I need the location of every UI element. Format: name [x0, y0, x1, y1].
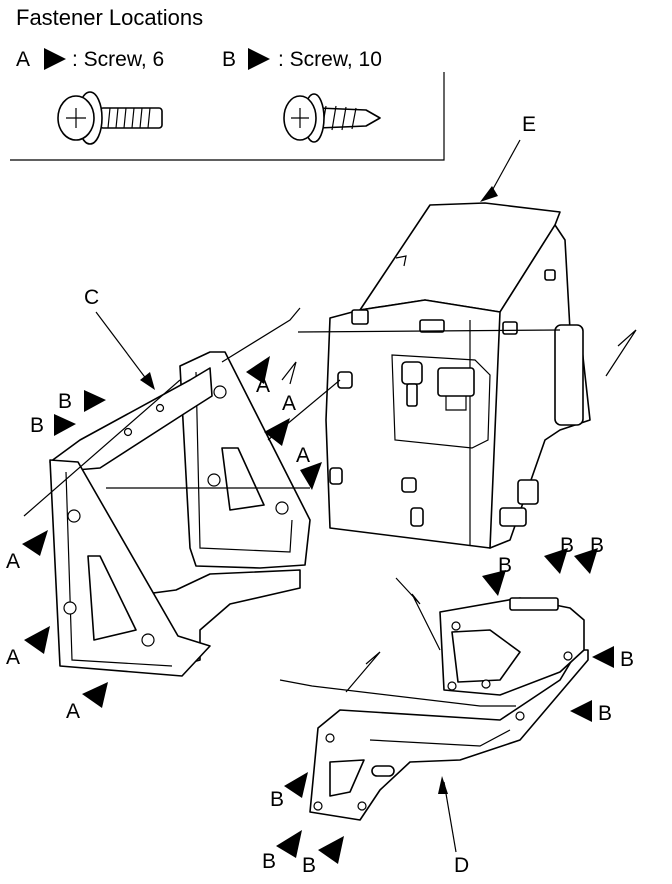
callout-b-1: B — [58, 390, 72, 413]
callout-b-arrow-icon — [54, 414, 76, 436]
legend-b-letter: B — [222, 48, 236, 71]
legend-frame — [10, 72, 445, 161]
callout-b-10: B — [302, 854, 316, 877]
callout-b-arrow-icon — [544, 548, 568, 574]
callout-a-2: A — [282, 392, 296, 415]
callout-a-arrow-icon — [24, 626, 50, 654]
callout-b-arrow-icon — [276, 830, 302, 858]
legend-b-description: : Screw, 10 — [278, 48, 382, 71]
leader-arrow-icon — [438, 776, 448, 794]
callout-b-arrow-icon — [482, 570, 506, 596]
callout-a-arrow-icon — [22, 530, 48, 556]
callout-a-4: A — [6, 550, 20, 573]
callout-b-arrow-icon — [284, 772, 308, 798]
legend-a-description: : Screw, 6 — [72, 48, 164, 71]
callouts: E C D A A A A A A B B B B B — [6, 113, 634, 877]
bracket-part-c — [49, 351, 311, 677]
callout-b-arrow-icon — [592, 646, 614, 668]
callout-a-5: A — [6, 646, 20, 669]
part-label-e: E — [522, 113, 536, 136]
fastener-legend: Fastener Locations A : Screw, 6 B : Scre… — [10, 5, 445, 161]
legend-a-letter: A — [16, 48, 30, 71]
legend-a-arrow-icon — [44, 48, 66, 70]
assembly-guides — [23, 307, 637, 707]
screw-a-icon — [57, 91, 163, 145]
callout-a-arrow-icon — [264, 418, 290, 446]
callout-a-3: A — [296, 444, 310, 467]
callout-a-arrow-icon — [82, 682, 108, 708]
legend-title: Fastener Locations — [16, 5, 203, 30]
callout-b-arrow-icon — [84, 390, 106, 412]
housing-part-e — [325, 202, 591, 549]
leader-arrow-icon — [140, 372, 155, 390]
callout-b-9: B — [262, 850, 276, 873]
callout-b-8: B — [270, 788, 284, 811]
screw-b-icon — [283, 93, 381, 143]
bracket-part-d — [309, 597, 589, 821]
callout-b-7: B — [598, 702, 612, 725]
callout-a-6: A — [66, 700, 80, 723]
part-label-d: D — [454, 854, 469, 877]
callout-b-2: B — [30, 414, 44, 437]
legend-b-arrow-icon — [248, 48, 270, 70]
part-label-c: C — [84, 286, 99, 309]
callout-b-6: B — [620, 648, 634, 671]
callout-a-arrow-icon — [246, 356, 270, 384]
callout-a-arrow-icon — [300, 462, 322, 490]
leader-arrow-icon — [480, 186, 498, 202]
callout-b-arrow-icon — [570, 700, 592, 722]
callout-b-arrow-icon — [574, 548, 598, 574]
callout-b-arrow-icon — [318, 836, 344, 864]
